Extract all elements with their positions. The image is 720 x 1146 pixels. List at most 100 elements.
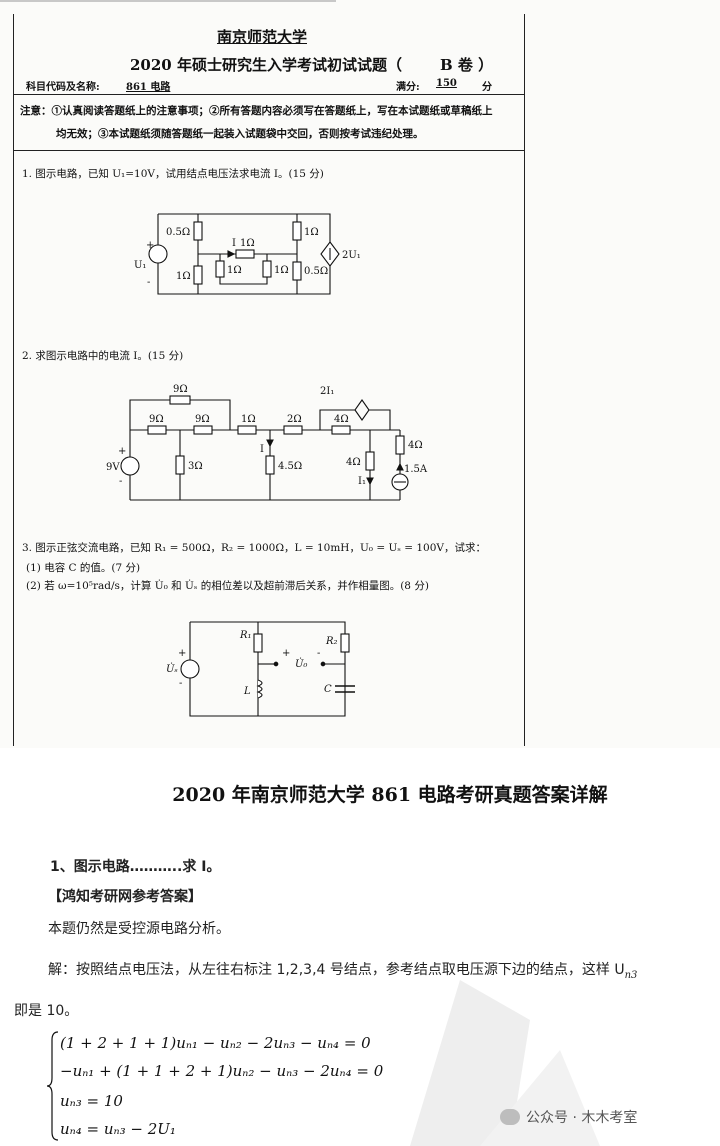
question-3-part-1: (1) 电容 C 的值。(7 分) xyxy=(26,562,141,574)
solution-method: 解：按照结点电压法，从左往右标注 1,2,3,4 号结点，参考结点取电压源下边的… xyxy=(48,959,637,981)
c2-r-9-a xyxy=(147,425,167,435)
c3-voltage-source xyxy=(180,659,200,679)
c2-r-4-right xyxy=(395,435,405,455)
watermark: 公众号 · 木木考室 xyxy=(500,1104,710,1130)
c2-label-1: 1Ω xyxy=(241,414,256,425)
c1-outer-wire xyxy=(157,213,331,295)
wechat-icon xyxy=(500,1109,520,1125)
right-border xyxy=(524,14,525,746)
c1-label-05-left: 0.5Ω xyxy=(166,227,190,238)
c1-voltage-source xyxy=(148,244,168,264)
c3-terminal-right xyxy=(320,661,326,667)
c3-inductor xyxy=(256,679,263,699)
circuit-1: 0.5Ω 1Ω I 1Ω 1Ω 1Ω 1Ω 0.5Ω U₁ + - 2U₁ xyxy=(134,213,361,295)
equation-1: (1 + 2 + 1 + 1)uₙ₁ − uₙ₂ − 2uₙ₃ − uₙ₄ = … xyxy=(60,1034,371,1052)
c1-r-1-right xyxy=(292,221,302,241)
c3-r1 xyxy=(253,633,263,653)
c2-r-3 xyxy=(175,455,185,475)
c2-label-9-b: 9Ω xyxy=(195,414,210,425)
c2-i1-arrow xyxy=(366,477,374,485)
notice-line-1: 注意：①认真阅读答题纸上的注意事项；②所有答题内容必须写在答题纸上，写在本试题纸… xyxy=(20,105,493,117)
c2-label-4-mid: 4Ω xyxy=(346,457,361,468)
c2-r-9-b xyxy=(193,425,213,435)
c2-label-2: 2Ω xyxy=(287,414,302,425)
c1-label-1-left: 1Ω xyxy=(176,271,191,282)
c2-label-i: I xyxy=(260,444,264,455)
c2-label-3: 3Ω xyxy=(188,461,203,472)
question-3: 3. 图示正弦交流电路，已知 R₁ = 500Ω，R₂ = 1000Ω，L = … xyxy=(22,542,486,554)
c2-r-4-top xyxy=(331,425,351,435)
notice-line-2: 均无效；③本试题纸须随答题纸一起装入试题袋中交回，否则按考试违纪处理。 xyxy=(56,128,424,140)
score-label: 满分: xyxy=(396,82,420,93)
c1-label-2u1: 2U₁ xyxy=(342,250,361,261)
c2-r-2 xyxy=(283,425,303,435)
left-border xyxy=(13,14,14,746)
c1-current-arrow xyxy=(227,250,235,258)
c1-label-i: I xyxy=(232,238,236,249)
equation-2: −uₙ₁ + (1 + 1 + 2 + 1)uₙ₂ − uₙ₃ − 2uₙ₄ =… xyxy=(60,1062,384,1080)
c1-r-1-left xyxy=(193,265,203,285)
c2-r-9-top xyxy=(169,395,191,405)
c2-label-15a: 1.5A xyxy=(404,464,428,475)
c2-r-1 xyxy=(237,425,257,435)
c1-r-05-left xyxy=(193,221,203,241)
c2-i-arrow xyxy=(266,439,274,447)
c1-label-u1: U₁ xyxy=(134,260,146,271)
c1-label-1-right: 1Ω xyxy=(304,227,319,238)
paper-version: B 卷 ） xyxy=(440,56,494,74)
c2-dep-return xyxy=(369,409,391,431)
reference-answer-heading: 【鸿知考研网参考答案】 xyxy=(48,889,202,905)
solution-title: 2020 年南京师范大学 861 电路考研真题答案详解 xyxy=(172,784,608,806)
subject-value: 861 电路 xyxy=(126,82,171,93)
c1-plus: + xyxy=(146,240,154,251)
c2-label-i1: I₁ xyxy=(358,476,366,487)
c2-label-4-top: 4Ω xyxy=(334,414,349,425)
c1-r-05-right xyxy=(292,261,302,281)
subject-label: 科目代码及名称: xyxy=(26,82,100,93)
c2-label-9-a: 9Ω xyxy=(149,414,164,425)
c2-voltage-source xyxy=(120,456,140,476)
c1-label-1-top: 1Ω xyxy=(240,238,255,249)
c2-label-4-right: 4Ω xyxy=(408,440,423,451)
question-2: 2. 求图示电路中的电流 I。(15 分) xyxy=(22,350,184,362)
c2-label-dep: 2I₁ xyxy=(320,386,334,397)
equation-3: uₙ₃ = 10 xyxy=(60,1092,123,1110)
question-1: 1. 图示电路，已知 U₁=10V，试用结点电压法求电流 I。(15 分) xyxy=(22,168,324,180)
c3-outer-wire xyxy=(189,621,346,717)
c3-label-c: C xyxy=(324,684,332,695)
c1-r-1-top xyxy=(235,249,255,259)
c2-r-4-mid xyxy=(365,451,375,471)
c1-minus: - xyxy=(147,277,150,288)
score-unit: 分 xyxy=(482,82,492,93)
c1-r-1-mid-b xyxy=(262,260,272,278)
scan-top-edge xyxy=(0,0,336,2)
c1-r-1-mid-a xyxy=(215,260,225,278)
c3-terminal-left xyxy=(273,661,279,667)
c3-plus: + xyxy=(178,648,186,659)
c3-label-l: L xyxy=(243,686,251,697)
c3-label-r1: R₁ xyxy=(239,630,252,641)
solution-method-text: 解：按照结点电压法，从左往右标注 1,2,3,4 号结点，参考结点取电压源下边的… xyxy=(48,962,625,978)
rule-top xyxy=(14,94,524,95)
question-3-part-2: (2) 若 ω=10⁵rad/s，计算 U̇₀ 和 U̇ₛ 的相位差以及超前滞后… xyxy=(26,580,429,592)
c2-label-9v: 9V xyxy=(106,462,120,473)
c2-label-9-top: 9Ω xyxy=(173,384,188,395)
c2-minus: - xyxy=(119,476,122,487)
score-value: 150 xyxy=(436,78,457,89)
c1-label-1-mid-a: 1Ω xyxy=(227,265,242,276)
c3-uo-plus: + xyxy=(282,648,290,659)
c3-r2 xyxy=(340,633,350,653)
c2-r-45 xyxy=(265,455,275,475)
c2-cs-arrow xyxy=(396,463,404,471)
solution-method-sub: n3 xyxy=(624,969,638,981)
rule-bottom xyxy=(14,150,524,151)
c1-label-05-right: 0.5Ω xyxy=(304,266,328,277)
c3-uo-minus: - xyxy=(317,648,320,659)
equation-brace xyxy=(46,1031,59,1141)
solution-q1-heading: 1、图示电路………..求 I。 xyxy=(50,859,221,875)
exam-scan: 南京师范大学 2020 年硕士研究生入学考试初试试题（ B 卷 ） 科目代码及名… xyxy=(0,0,525,746)
circuit-2: 9Ω 9Ω 9Ω 1Ω 2Ω 2I₁ 4Ω 3Ω 4.5Ω I 4Ω I₁ 4Ω… xyxy=(106,384,428,501)
exam-title: 2020 年硕士研究生入学考试初试试题（ xyxy=(130,56,402,74)
c3-label-us: U̇ₛ xyxy=(166,663,178,675)
solution-method-cont: 即是 10。 xyxy=(14,1003,79,1019)
